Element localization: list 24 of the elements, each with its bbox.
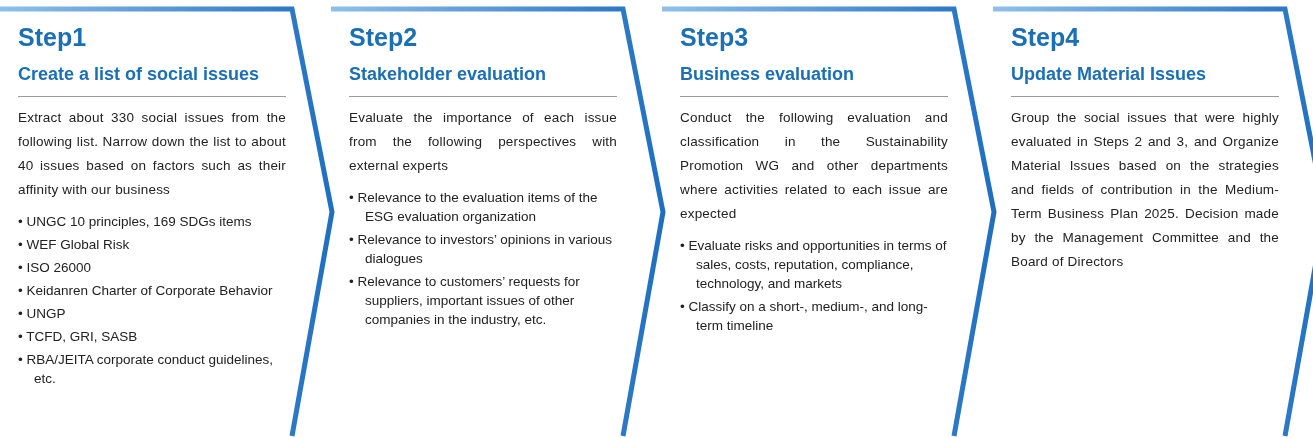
bullet-item: • TCFD, GRI, SASB [18,328,139,346]
description-text: Extract about 330 social issues from the following list. Narrow down the list to about 40 issues based on factors such as their affinity with our business [18,109,286,199]
bullet-item: • Keidanren Charter of Corporate Behavior [18,282,274,300]
step-heading: Step1 [18,22,87,52]
step-heading: Step2 [349,22,418,52]
step-title: Business evaluation [680,63,855,86]
bullet-item: • WEF Global Risk [18,236,131,254]
bullet-item: • Relevance to customers’ requests for suppliers, important issues of other companies in the industry, etc. [349,273,581,329]
bullet-item: • Relevance to investors’ opinions in various dialogues [349,231,614,268]
bullet-item: • UNGP [18,305,67,323]
description-text: Conduct the following evaluation and classification in the Sustainability Promotion WG and other departments where activities related to each issue are expected [680,109,948,223]
bullet-item: • Evaluate risks and opportunities in terms of sales, costs, reputation, compliance, technology, and markets [680,237,948,293]
step-title: Create a list of social issues [18,63,260,86]
bullet-item: • UNGC 10 principles, 169 SDGs items [18,213,253,231]
step-title: Stakeholder evaluation [349,63,547,86]
description-text: Evaluate the importance of each issue from the following perspectives with external experts [349,109,617,175]
step-heading: Step3 [680,22,749,52]
bullet-item: • Relevance to the evaluation items of the ESG evaluation organization [349,189,599,226]
step-title: Update Material Issues [1011,63,1207,86]
step-heading: Step4 [1011,22,1080,52]
description-text: Group the social issues that were highly evaluated in Steps 2 and 3, and Organize Material Issues based on the strategies and fields of contribution in the Medium-Term Business Plan 2025. Decision made by the Management Committee and the Board of Directors [1011,109,1279,271]
bullet-item: • RBA/JEITA corporate conduct guidelines, etc. [18,351,275,388]
bullet-item: • ISO 26000 [18,259,93,277]
bullet-item: • Classify on a short-, medium-, and long-term timeline [680,298,929,335]
